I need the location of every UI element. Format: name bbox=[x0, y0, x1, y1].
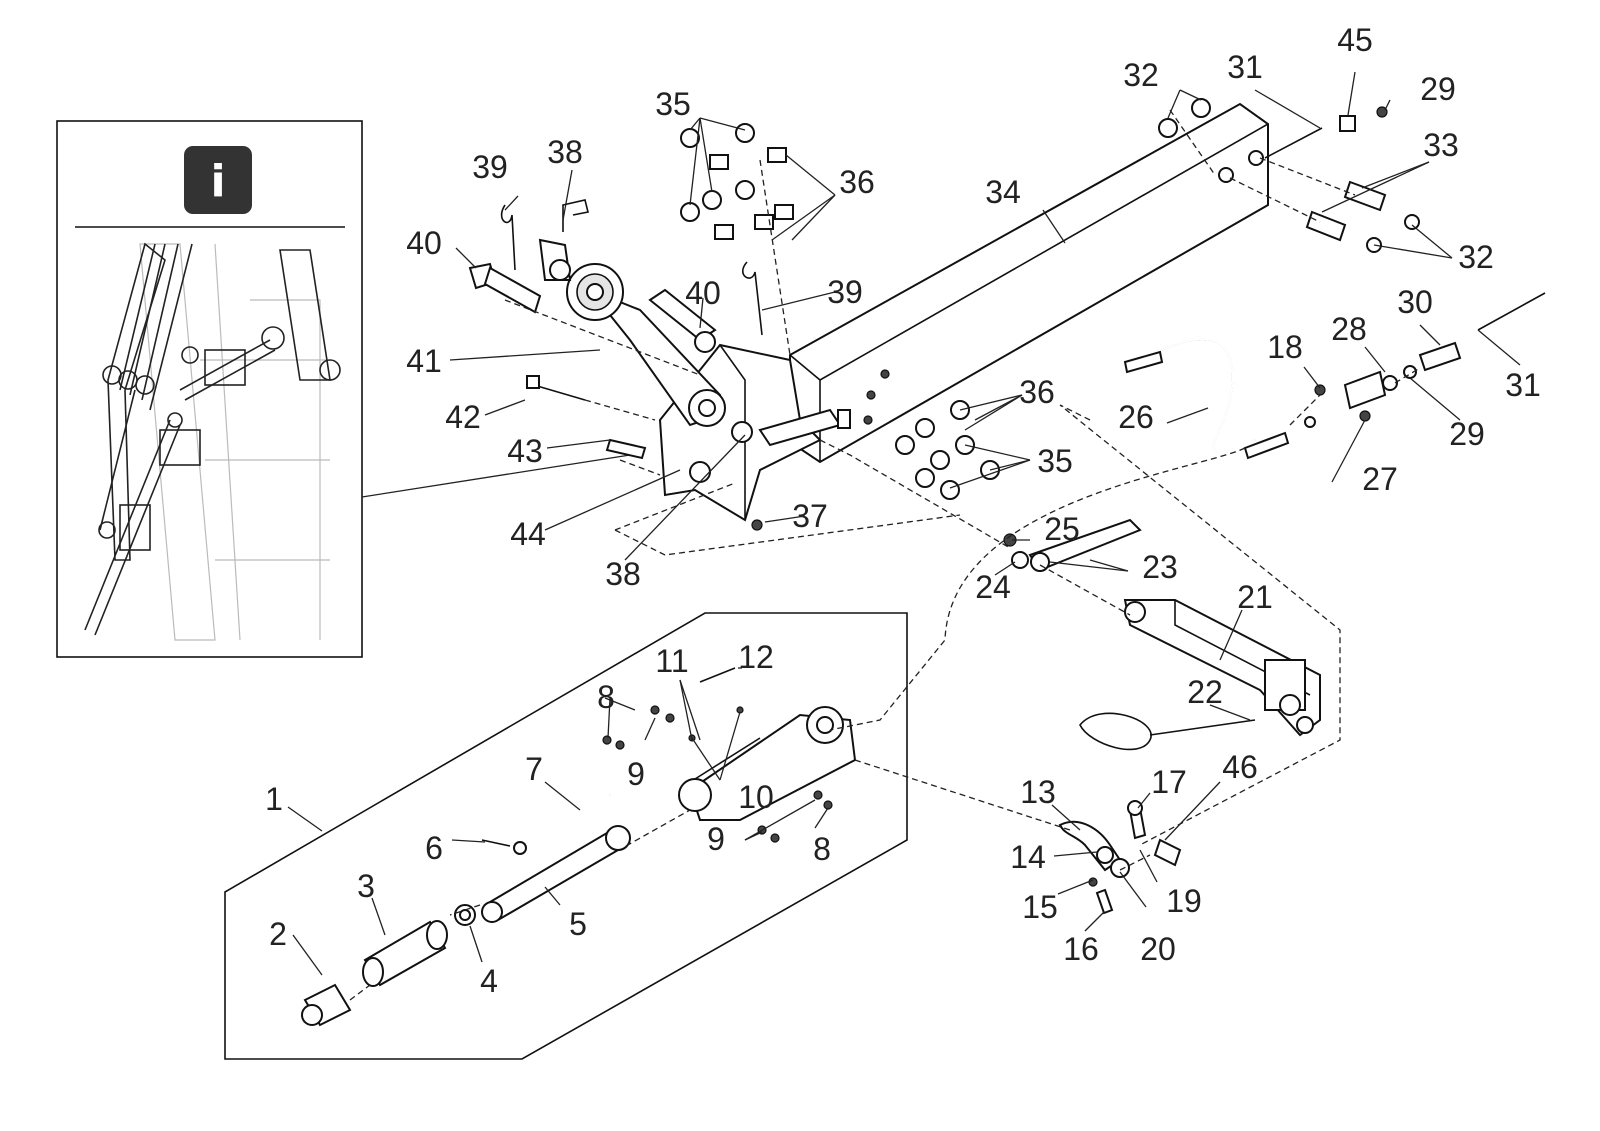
release-lever-21 bbox=[1123, 599, 1321, 737]
inset-connector-line bbox=[361, 454, 631, 498]
hex-bolt-left bbox=[468, 262, 542, 314]
callout-9-top: 9 bbox=[627, 756, 645, 792]
callout-11: 11 bbox=[655, 643, 688, 679]
fastener-cluster-side bbox=[895, 400, 1000, 500]
small-fasteners-8-9 bbox=[602, 705, 833, 843]
callout-24: 24 bbox=[975, 569, 1011, 605]
callout-46: 46 bbox=[1222, 749, 1258, 785]
callout-10: 10 bbox=[738, 779, 774, 815]
shaft-7 bbox=[513, 793, 611, 855]
callout-35-top: 35 bbox=[655, 86, 691, 122]
pivot-housing bbox=[678, 706, 857, 821]
info-inset: i bbox=[56, 120, 363, 658]
roll-pin-12 bbox=[699, 667, 736, 683]
subassembly-outline bbox=[224, 612, 908, 1060]
callout-31-top: 31 bbox=[1227, 49, 1263, 85]
callout-8-bottom: 8 bbox=[813, 831, 831, 867]
callout-32-right: 32 bbox=[1458, 239, 1494, 275]
callout-26: 26 bbox=[1118, 399, 1154, 435]
callout-12: 12 bbox=[738, 639, 774, 675]
callout-1: 1 bbox=[265, 781, 283, 817]
clip-38-top bbox=[538, 199, 589, 281]
callout-17: 17 bbox=[1151, 764, 1187, 800]
callout-34: 34 bbox=[985, 174, 1021, 210]
tube-5 bbox=[481, 825, 631, 923]
callout-38-top: 38 bbox=[547, 134, 583, 170]
callout-6: 6 bbox=[425, 830, 443, 866]
callout-40-left: 40 bbox=[406, 225, 442, 261]
callout-31-right: 31 bbox=[1505, 367, 1541, 403]
callout-8-top: 8 bbox=[597, 679, 615, 715]
cylinder-3 bbox=[362, 920, 448, 987]
callout-9-bottom: 9 bbox=[707, 821, 725, 857]
callout-25: 25 bbox=[1044, 511, 1080, 547]
pin-6 bbox=[481, 839, 511, 847]
dowel-pin-43 bbox=[605, 438, 647, 460]
callout-36-top: 36 bbox=[839, 164, 875, 200]
callout-20: 20 bbox=[1140, 931, 1176, 967]
callout-39-top: 39 bbox=[472, 149, 508, 185]
callout-28: 28 bbox=[1331, 311, 1367, 347]
callout-13: 13 bbox=[1020, 774, 1056, 810]
callout-32-top: 32 bbox=[1123, 57, 1159, 93]
callout-labels: 1 2 3 4 5 6 7 8 8 9 9 10 11 12 13 14 15 … bbox=[265, 22, 1541, 999]
callout-42: 42 bbox=[445, 399, 481, 435]
callout-15: 15 bbox=[1022, 889, 1058, 925]
callout-3: 3 bbox=[357, 868, 375, 904]
callout-33: 33 bbox=[1423, 127, 1459, 163]
callout-38-bottom: 38 bbox=[605, 556, 641, 592]
callout-29-right: 29 bbox=[1449, 416, 1485, 452]
callout-37: 37 bbox=[792, 498, 828, 534]
main-arm-tube bbox=[789, 102, 1269, 464]
link-plate bbox=[1003, 518, 1142, 572]
leader-lines bbox=[287, 71, 1521, 976]
callout-7: 7 bbox=[525, 751, 543, 787]
callout-36-right: 36 bbox=[1019, 374, 1055, 410]
callout-35-right: 35 bbox=[1037, 443, 1073, 479]
callout-4: 4 bbox=[480, 963, 498, 999]
callout-2: 2 bbox=[269, 916, 287, 952]
info-icon: i bbox=[210, 156, 225, 207]
top-right-hardware bbox=[1158, 98, 1420, 253]
callout-29-top: 29 bbox=[1420, 71, 1456, 107]
callout-18: 18 bbox=[1267, 329, 1303, 365]
callout-14: 14 bbox=[1010, 839, 1046, 875]
callout-27: 27 bbox=[1362, 461, 1398, 497]
callout-44: 44 bbox=[510, 516, 546, 552]
callout-40-right: 40 bbox=[685, 275, 721, 311]
callout-16: 16 bbox=[1063, 931, 1099, 967]
spring-pin-39-left bbox=[500, 204, 516, 271]
end-cap-2 bbox=[301, 983, 352, 1027]
latch-assembly bbox=[1058, 800, 1182, 915]
callout-41: 41 bbox=[406, 343, 442, 379]
callout-23: 23 bbox=[1142, 549, 1178, 585]
cable-adjuster bbox=[1314, 292, 1546, 422]
callout-30: 30 bbox=[1397, 284, 1433, 320]
callout-19: 19 bbox=[1166, 883, 1202, 919]
inset-detail-sketch bbox=[84, 242, 341, 641]
pull-cord-22 bbox=[1079, 712, 1256, 751]
callout-45: 45 bbox=[1337, 22, 1373, 58]
assembly-dashed-lines bbox=[349, 109, 1421, 1001]
spring-pin-39-right bbox=[741, 261, 763, 336]
fastener-cluster-top bbox=[680, 123, 794, 240]
callout-22: 22 bbox=[1187, 674, 1223, 710]
callout-39-right: 39 bbox=[827, 274, 863, 310]
callout-5: 5 bbox=[569, 906, 587, 942]
callout-21: 21 bbox=[1237, 579, 1273, 615]
callout-43: 43 bbox=[507, 433, 543, 469]
